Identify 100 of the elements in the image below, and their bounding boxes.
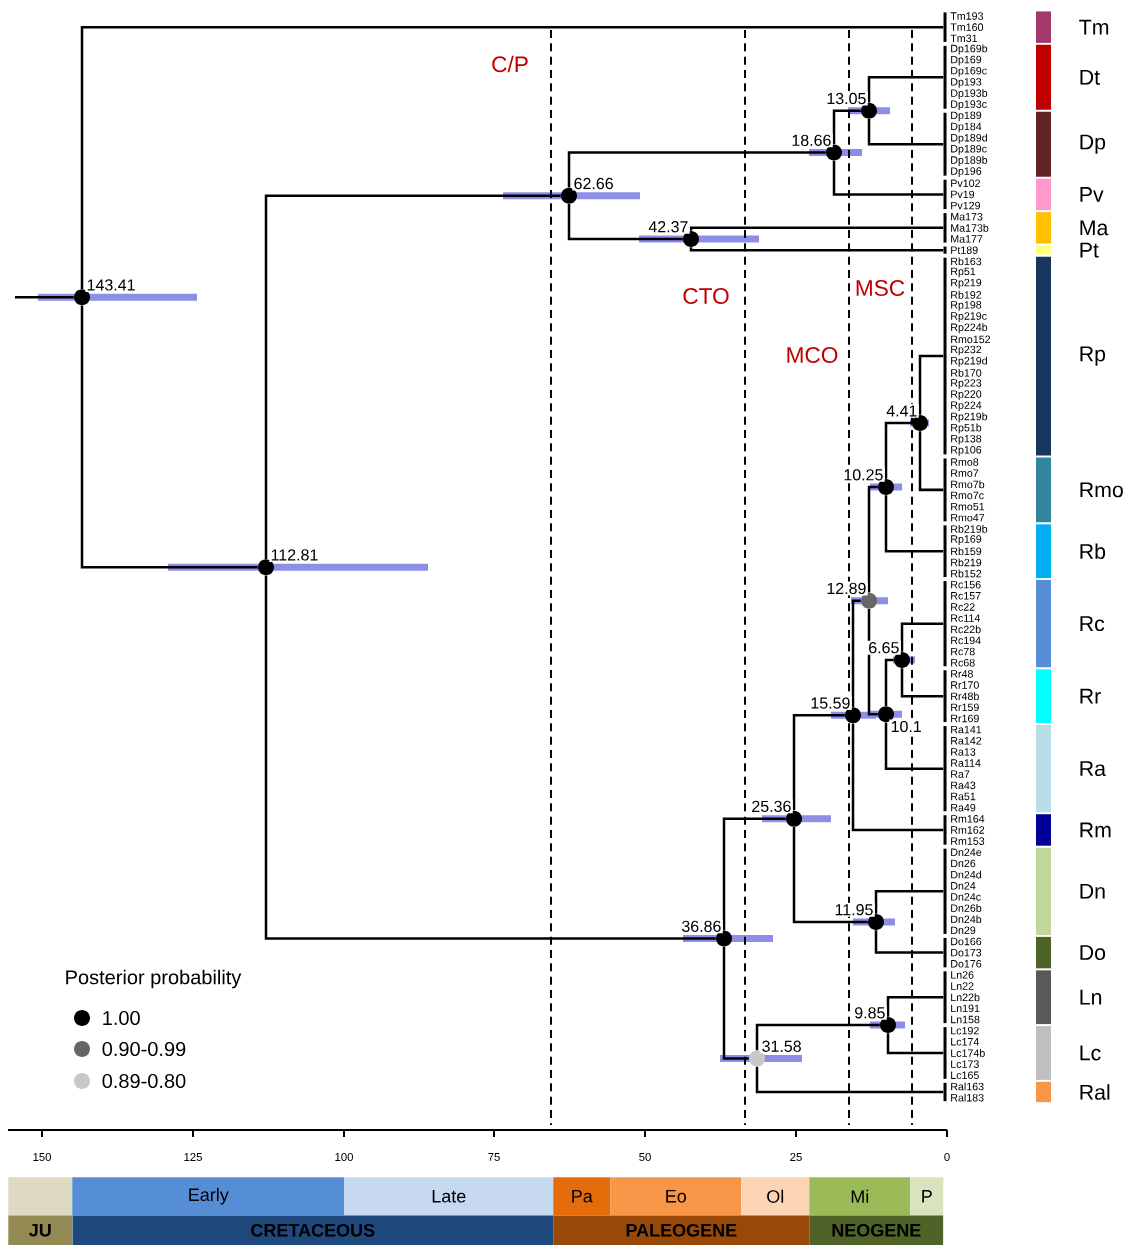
tick-label: 125: [184, 1153, 202, 1161]
tip-label: Tm31: [950, 34, 978, 43]
tip-label: Ln26: [951, 971, 974, 979]
clade-label: Ral: [1080, 1084, 1110, 1100]
posterior-node: [878, 479, 894, 496]
tip-label: Rmo7b: [951, 480, 985, 489]
tip-label: Rc114: [951, 614, 980, 622]
tip-label: Ma173b: [951, 223, 989, 232]
posterior-node: [880, 1017, 896, 1034]
clade-label: Tm: [1079, 19, 1109, 35]
clade-label: Lc: [1080, 1045, 1101, 1061]
tip-label: Dp169c: [951, 66, 987, 77]
tip-label: Lc174b: [951, 1049, 985, 1057]
tip-label: Rp223: [951, 379, 982, 389]
tip-label: Rm153: [951, 837, 985, 845]
tip-label: Ra43: [951, 781, 976, 790]
clade-bar: [943, 12, 947, 42]
tip-label: Ma173: [951, 212, 983, 221]
tip-label: Ra49: [951, 803, 976, 812]
tip-label: Rp169: [951, 535, 982, 545]
tip-label: Ra114: [951, 759, 981, 767]
age-label: 31.58: [760, 1039, 803, 1054]
tip-label: Dn24b: [951, 915, 982, 924]
tip-label: Ra142: [951, 737, 982, 745]
legend-label: 0.90-0.99: [102, 1041, 186, 1057]
posterior-node: [912, 415, 928, 431]
branch-line: [689, 226, 944, 231]
tip-label: Do166: [951, 937, 982, 946]
tip-label: Rr48b: [951, 692, 979, 701]
tip-label: Pv102: [951, 179, 980, 188]
legend-title: Posterior probability: [66, 969, 242, 989]
tip-label: Rm162: [951, 826, 985, 834]
clade-bar: [943, 726, 947, 812]
tip-label: Dp193: [951, 78, 982, 88]
clade-label: Ra: [1080, 761, 1106, 777]
posterior-node: [878, 706, 894, 723]
time-band: JU: [8, 1215, 73, 1245]
branch-line: [15, 295, 74, 299]
branch-line: [886, 1033, 944, 1055]
tick-label: 25: [790, 1153, 802, 1161]
branch-line: [689, 247, 944, 252]
tip-label: Tm193: [950, 12, 983, 20]
tip-label: Rp224: [951, 401, 982, 412]
tip-label: Ra13: [951, 748, 976, 756]
tip-label: Ln22b: [951, 993, 980, 1002]
tip-label: Rp51b: [951, 423, 982, 434]
tip-label: Rb219: [951, 558, 982, 567]
clade-bar: [943, 246, 947, 254]
tip-label: Rp51: [951, 267, 976, 278]
branch-line: [884, 421, 912, 479]
age-label: 10.1: [889, 719, 924, 734]
branch-line: [722, 817, 786, 931]
tip-label: Rmo47: [951, 514, 985, 522]
tip-label: Rp219c: [951, 312, 987, 322]
clade-bar: [943, 670, 947, 723]
clade-bar: [943, 848, 947, 934]
tip-label: Rp220: [951, 390, 982, 400]
age-label: 10.25: [842, 467, 885, 482]
tip-label: Lc165: [951, 1071, 979, 1080]
posterior-node: [683, 231, 699, 247]
clade-bar: [943, 213, 947, 243]
tip-label: Lc174: [951, 1038, 980, 1046]
branch-line: [867, 608, 878, 716]
age-label: 36.86: [680, 919, 723, 934]
tip-label: Rm164: [951, 815, 985, 823]
event-label: CTO: [683, 287, 729, 305]
tip-label: Rc68: [951, 658, 975, 667]
clade-bar: [943, 525, 947, 578]
clade-bar: [943, 458, 947, 522]
age-label: 11.95: [833, 902, 875, 917]
time-band: NEOGENE: [809, 1215, 944, 1245]
tip-label: Rp219: [951, 278, 982, 289]
tip-label: Rmo152: [951, 335, 991, 344]
branch-line: [900, 622, 944, 652]
tip-label: Rr48: [951, 670, 973, 678]
posterior-node: [258, 559, 274, 576]
tip-label: Dp189c: [951, 144, 987, 155]
age-label: 13.05: [825, 91, 868, 106]
tip-label: Tm160: [950, 23, 984, 31]
tip-label: Dn26: [951, 859, 976, 868]
time-band: Pa: [553, 1177, 611, 1216]
tip-label: Ln22: [951, 982, 974, 990]
clade-label: Do: [1080, 945, 1106, 961]
branch-line: [755, 1066, 944, 1094]
clade-bar: [943, 179, 947, 210]
tip-label: Rmo7: [951, 469, 979, 477]
branch-line: [874, 930, 944, 954]
tip-label: Rc22: [951, 603, 975, 611]
event-label: MSC: [856, 279, 905, 297]
age-label: 15.59: [809, 696, 852, 711]
tip-label: Lc192: [951, 1026, 979, 1035]
branch-line: [755, 1023, 880, 1051]
clade-label: Dn: [1080, 883, 1105, 899]
time-band: Eo: [610, 1177, 742, 1216]
event-label: C/P: [492, 55, 528, 73]
time-band: PALEOGENE: [553, 1215, 810, 1245]
tip-label: Rp198: [951, 301, 982, 311]
time-band: Mi: [809, 1177, 911, 1216]
branch-line: [851, 723, 944, 832]
tip-label: Rc194: [951, 636, 981, 645]
